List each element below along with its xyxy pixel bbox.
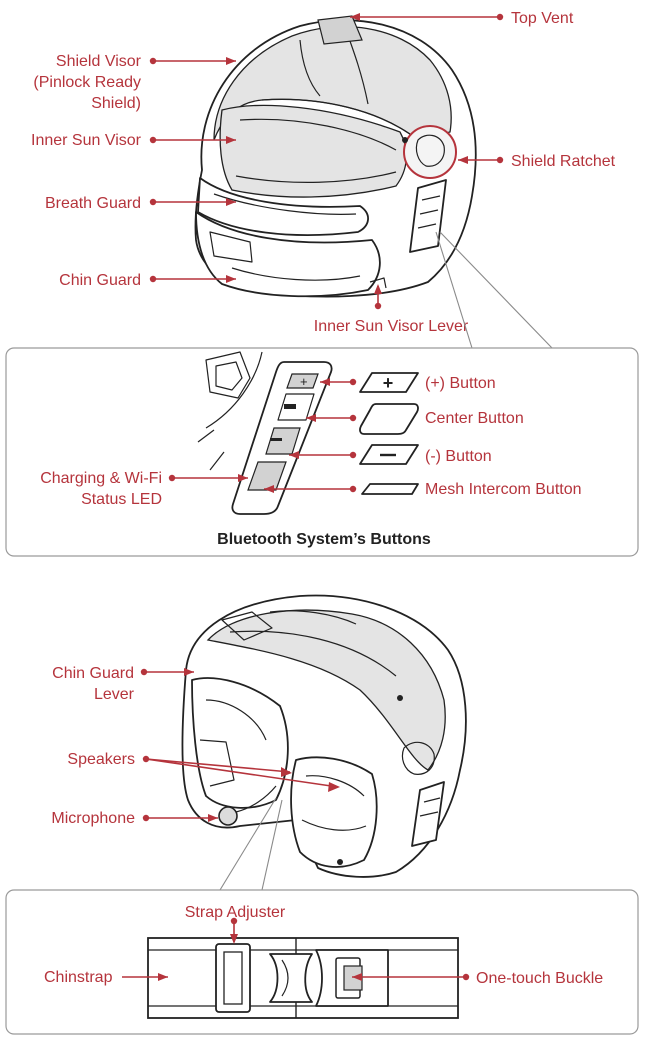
helmet-front-illustration [194, 15, 477, 298]
label-center-button: Center Button [425, 410, 524, 427]
plus-button-icon [359, 372, 419, 393]
label-charging-led-line2: Status LED [81, 491, 162, 508]
label-strap-adjuster: Strap Adjuster [185, 904, 286, 921]
label-chin-guard-lever-line2: Lever [94, 686, 135, 703]
label-speakers: Speakers [67, 751, 135, 768]
buttons-panel-caption: Bluetooth System’s Buttons [217, 531, 431, 548]
top-callouts: Top Vent Shield Visor (Pinlock Ready Shi… [31, 10, 616, 335]
label-one-touch-buckle: One-touch Buckle [476, 970, 603, 987]
label-plus-button: (+) Button [425, 375, 496, 392]
strap-illustration [147, 937, 459, 1019]
helmet-open-illustration [181, 594, 467, 878]
button-icons: + [359, 372, 419, 495]
label-shield-ratchet: Shield Ratchet [511, 153, 616, 170]
label-shield-visor-line2: (Pinlock Ready [33, 74, 141, 91]
module-plus-mark: + [300, 374, 308, 389]
label-top-vent: Top Vent [511, 10, 574, 27]
label-inner-sun-visor-lever: Inner Sun Visor Lever [314, 318, 469, 335]
plus-icon-glyph: + [383, 373, 394, 393]
label-shield-visor: Shield Visor [56, 53, 142, 70]
label-chin-guard: Chin Guard [59, 272, 141, 289]
label-microphone: Microphone [51, 810, 135, 827]
label-charging-led: Charging & Wi-Fi [40, 470, 162, 487]
label-mesh-intercom-button: Mesh Intercom Button [425, 481, 582, 498]
mesh-intercom-button-icon [361, 483, 419, 495]
buttons-callouts: (+) Button Center Button (-) Button Mesh… [40, 375, 581, 508]
label-shield-visor-line3: Shield) [91, 95, 141, 112]
label-breath-guard: Breath Guard [45, 195, 141, 212]
buttons-panel [5, 347, 639, 557]
center-button-icon [359, 403, 419, 435]
strap-callouts: Strap Adjuster Chinstrap One-touch Buckl… [44, 904, 603, 987]
label-chin-guard-lever: Chin Guard [52, 665, 134, 682]
label-chinstrap: Chinstrap [44, 969, 113, 986]
label-inner-sun-visor: Inner Sun Visor [31, 132, 142, 149]
label-minus-button: (-) Button [425, 448, 492, 465]
bottom-callouts: Chin Guard Lever Speakers Microphone [51, 665, 340, 827]
buttons-panel-illustration: + [197, 351, 333, 515]
